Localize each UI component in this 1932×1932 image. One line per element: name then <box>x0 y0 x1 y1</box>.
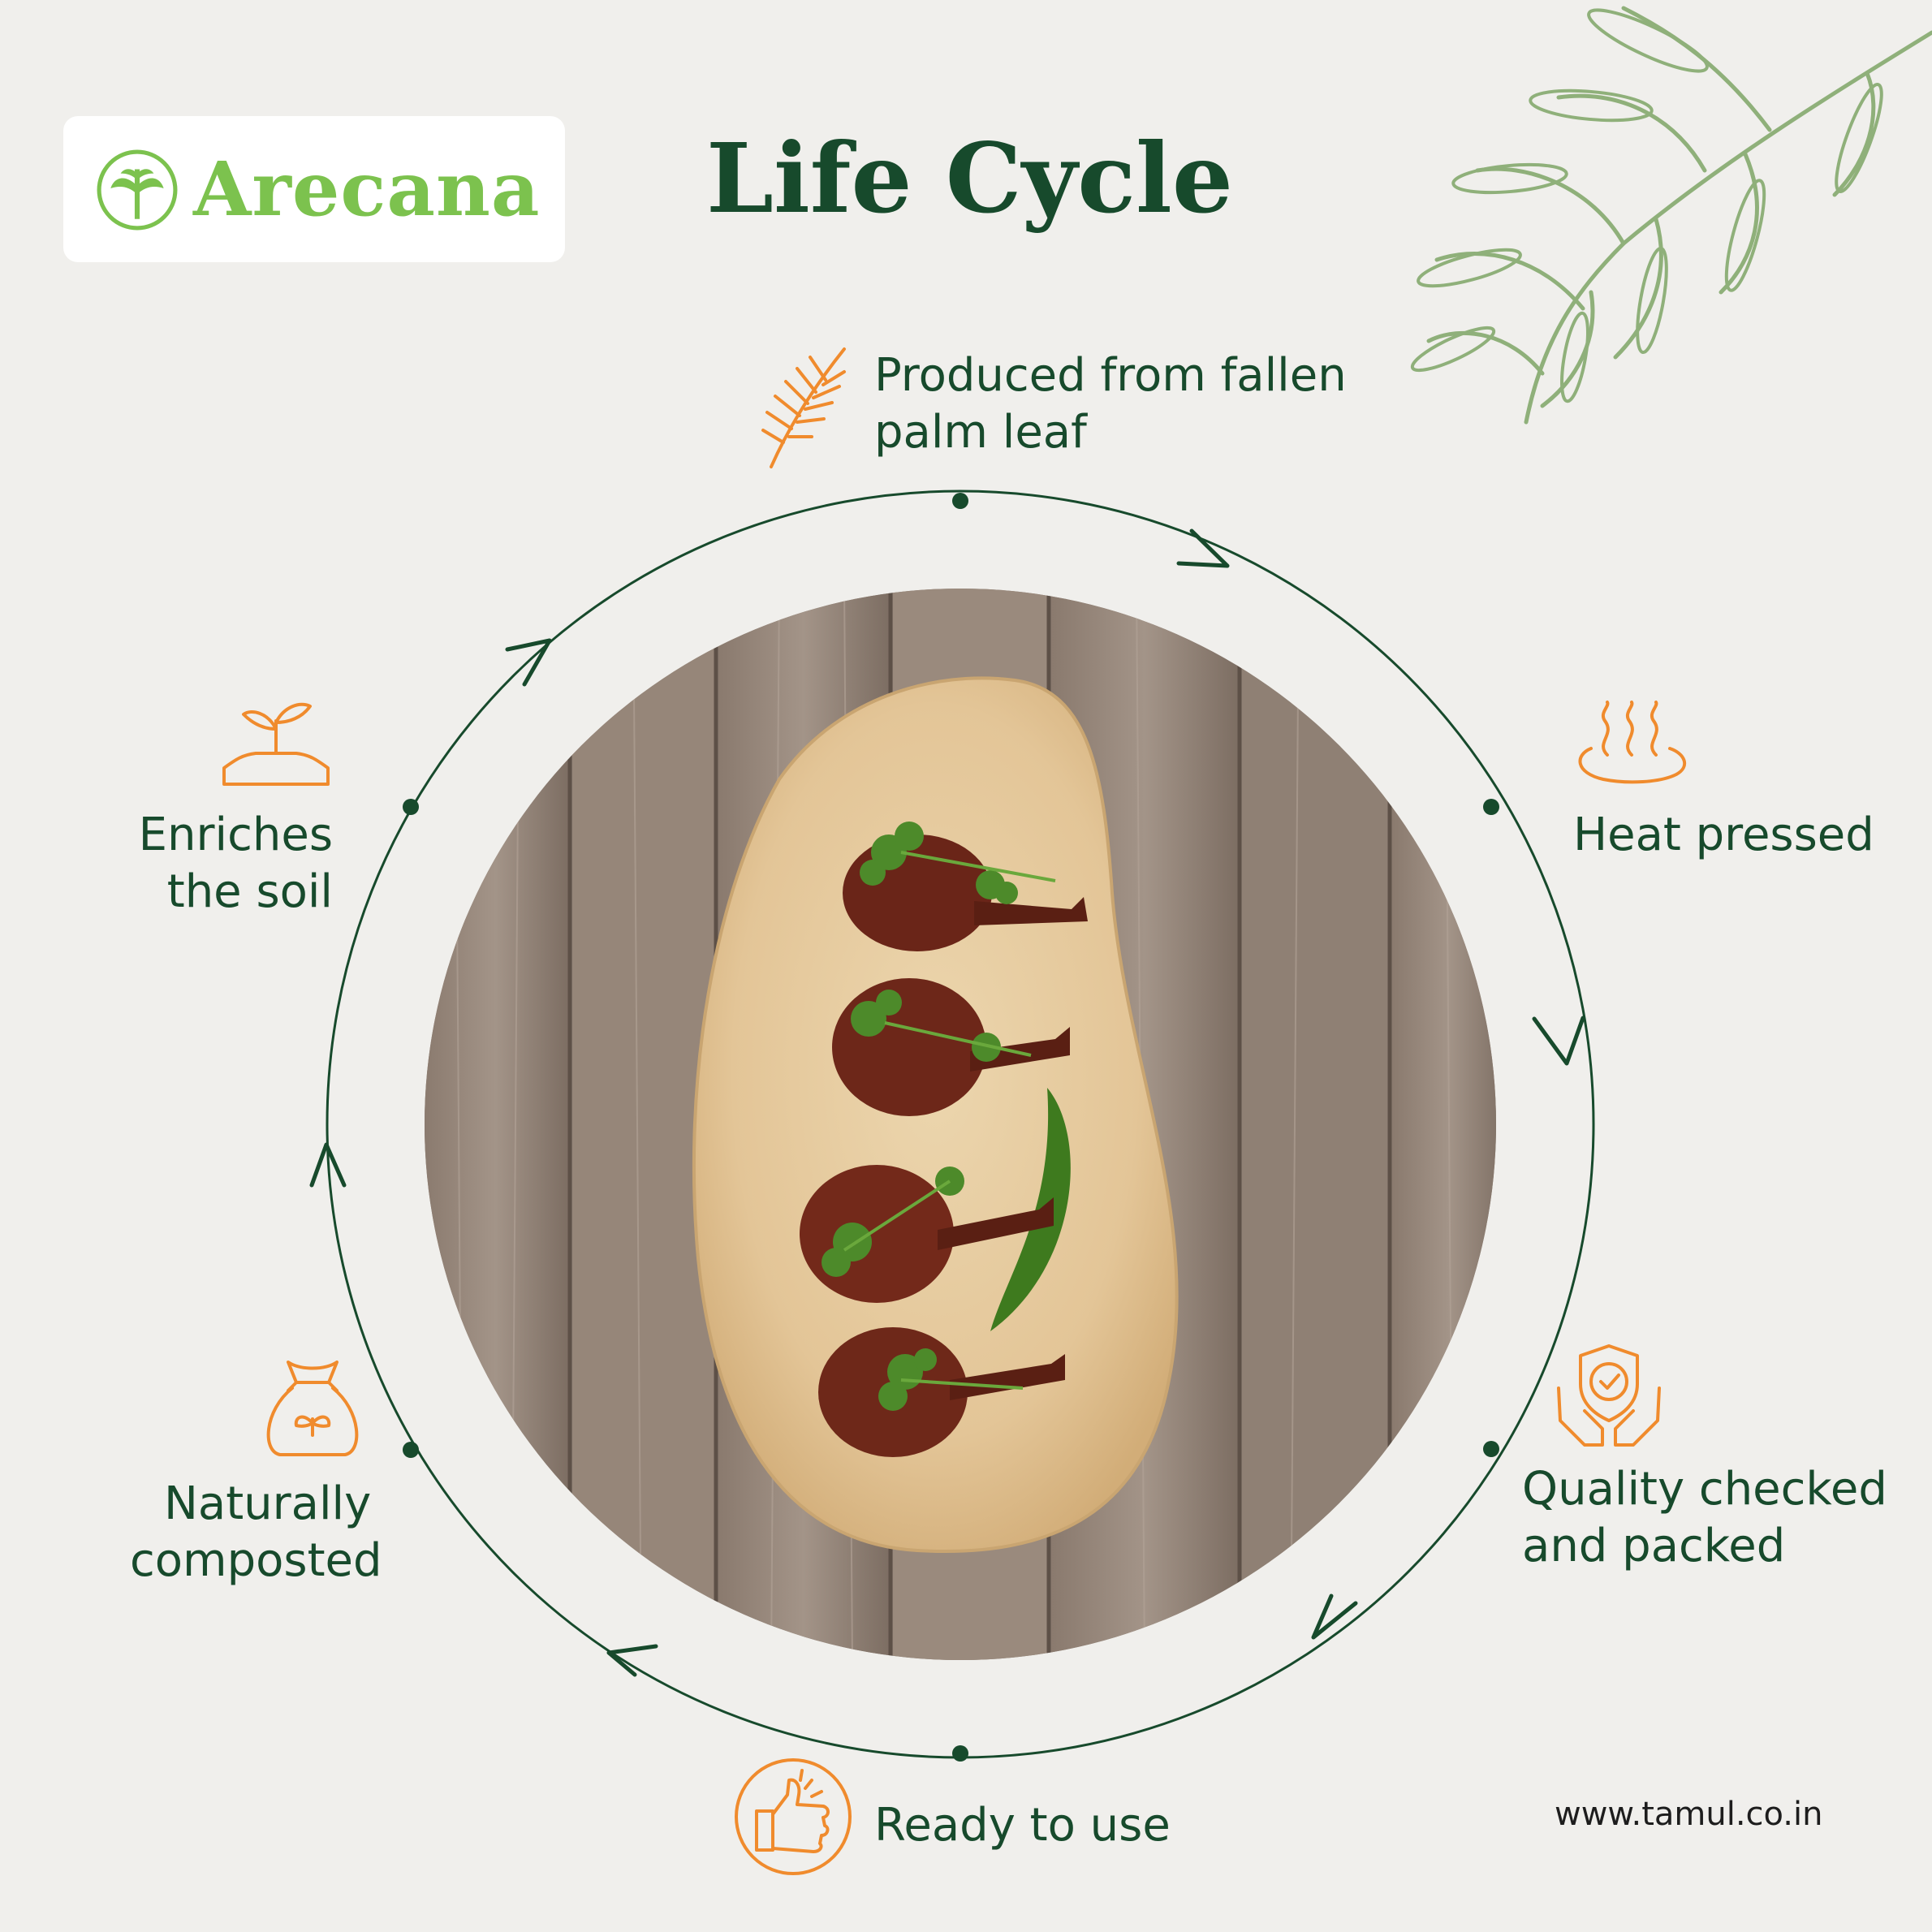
stage-label-quality: Quality checked and packed <box>1522 1463 1887 1572</box>
stage-label-heat: Heat pressed <box>1573 809 1874 861</box>
compost-bag-icon <box>266 1361 359 1456</box>
food-photo <box>425 589 1496 1660</box>
steam-heat-icon <box>1578 701 1687 784</box>
sprout-soil-icon <box>222 702 330 786</box>
brand-name: Arecana <box>193 145 541 233</box>
website-link[interactable]: www.tamul.co.in <box>1555 1796 1823 1833</box>
arecana-logo-icon <box>97 149 178 231</box>
stage-label-produced: Produced from fallen palm leaf <box>874 349 1347 459</box>
page-title: Life Cycle <box>706 122 1233 235</box>
stage-label-composted: Naturally composted <box>130 1477 382 1587</box>
brand-logo-card: Arecana <box>63 116 565 262</box>
quality-shield-hands-icon <box>1557 1344 1661 1447</box>
stage-label-ready: Ready to use <box>874 1799 1171 1852</box>
stage-label-soil: Enriches the soil <box>138 809 333 918</box>
palm-leaf-icon <box>761 347 846 468</box>
thumbs-up-badge-icon <box>735 1758 852 1875</box>
